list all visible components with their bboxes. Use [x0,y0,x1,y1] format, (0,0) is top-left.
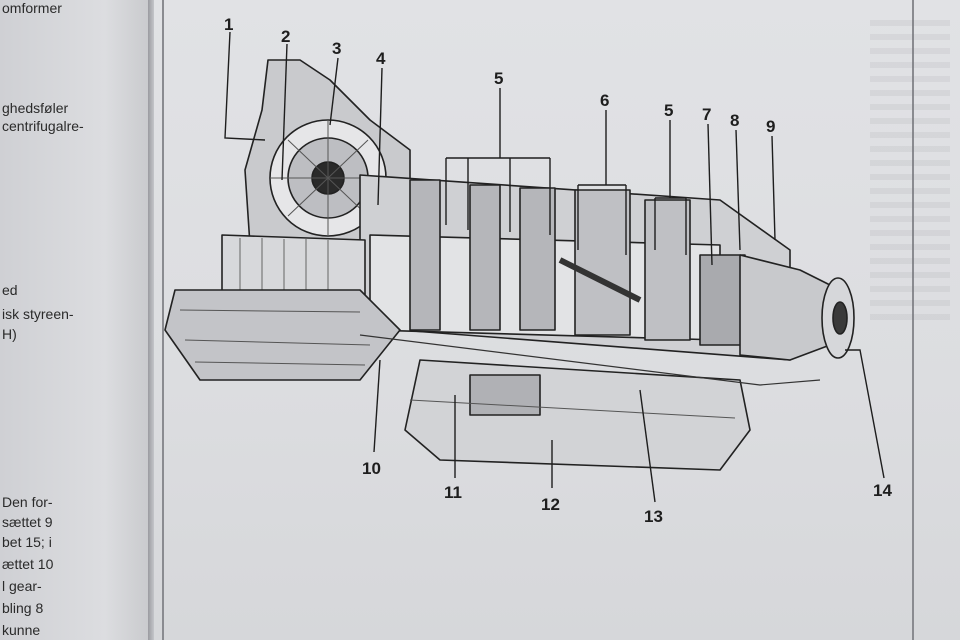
oil-pan [404,359,751,471]
left-text-line: centrifugalre- [2,118,84,134]
output-flange [739,254,855,361]
left-text-line: bling 8 [2,600,44,616]
input-shaft-housing [164,234,401,381]
left-text-line: sættet 9 [2,514,53,530]
callout-label-6: 6 [600,91,609,110]
left-text-line: ghedsføler [2,100,69,116]
callout-label-7: 7 [702,105,711,124]
callout-label-11: 11 [444,483,462,502]
callout-label-9: 9 [766,117,775,136]
left-text-line: ættet 10 [2,556,54,572]
book-gutter [148,0,154,640]
callout-label-2: 2 [281,27,290,46]
callout-label-5b: 5 [664,101,673,120]
left-text-line: H) [2,326,17,342]
left-text-line: omformer [2,0,62,16]
left-text-line: Den for- [2,494,53,510]
callout-label-3: 3 [332,39,341,58]
callout-label-10: 10 [362,459,381,478]
callout-label-8: 8 [730,111,739,130]
left-page: omformer ghedsføler centrifugalre- ed is… [0,0,150,640]
left-text-line: kunne [2,622,41,638]
left-text-line: l gear- [2,578,42,594]
page-frame [162,0,914,640]
show-through-text [870,20,950,320]
callout-label-1: 1 [224,15,233,34]
callout-label-14: 14 [873,481,892,500]
left-text-line: ed [2,282,18,298]
callout-label-4: 4 [376,49,386,68]
callout-label-12: 12 [541,495,560,514]
leader-lines [224,31,885,503]
left-text-line: bet 15; i [2,534,52,550]
gearbox-main-body [359,174,791,361]
left-text-line: isk styreen- [2,306,74,322]
callout-label-13: 13 [644,507,663,526]
callout-label-5: 5 [494,69,503,88]
